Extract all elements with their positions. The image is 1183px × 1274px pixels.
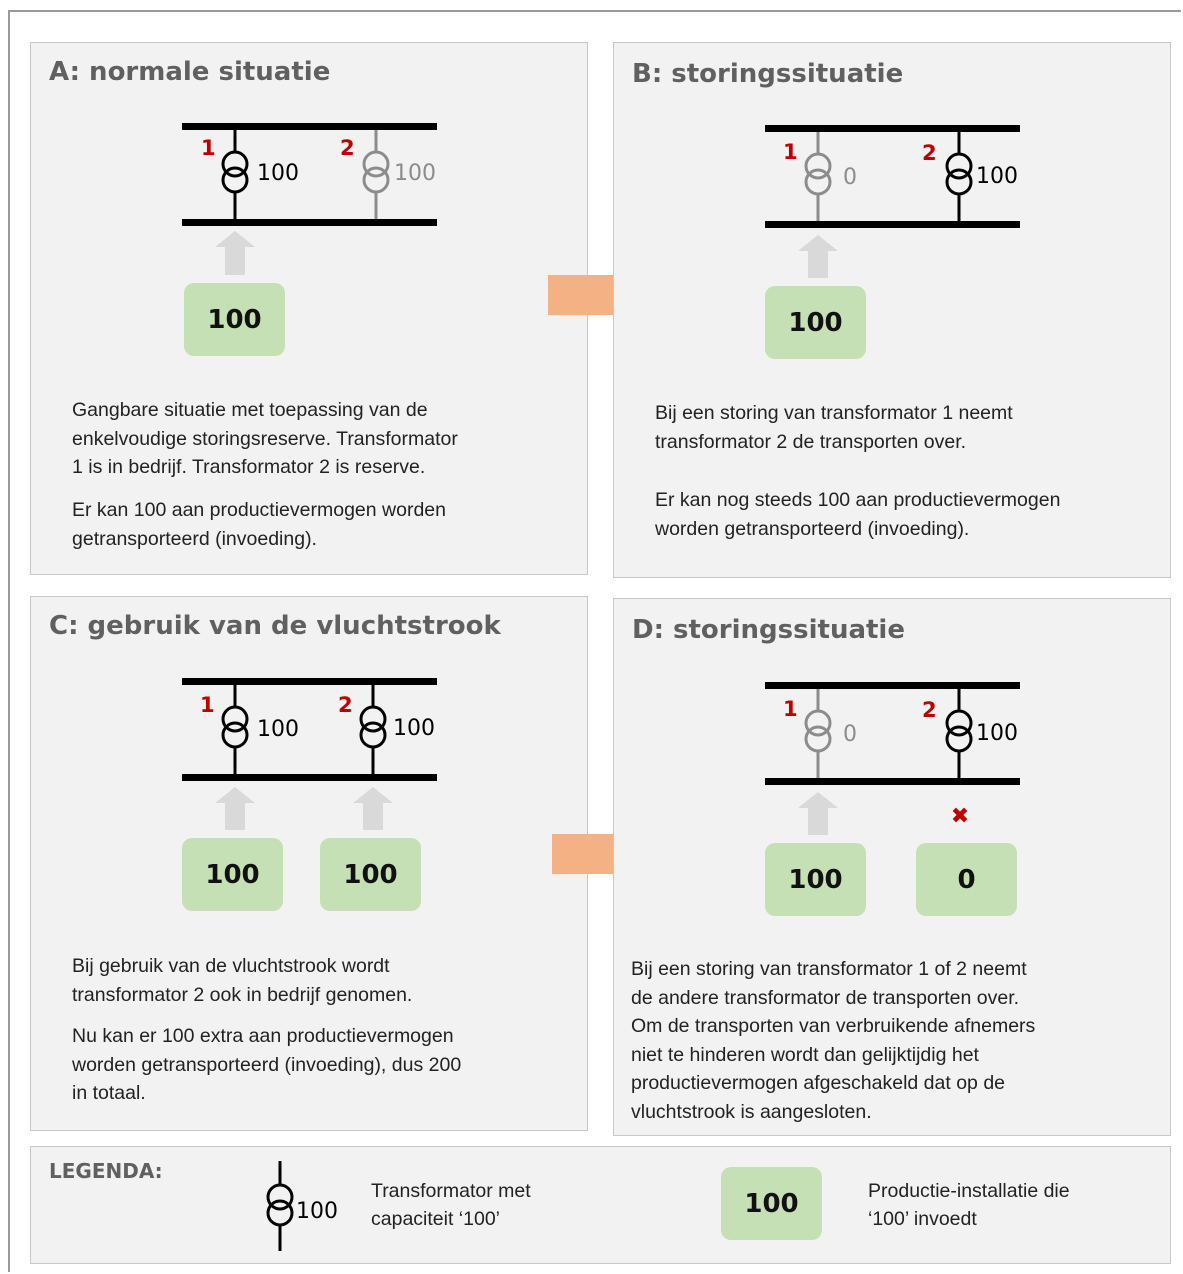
transformer-2-capacity: 100	[976, 164, 1018, 189]
transformer-2-number: 2	[338, 693, 353, 717]
feed-arrow-icon	[798, 235, 838, 278]
panel-c-title: C: gebruik van de vluchtstrook	[49, 611, 501, 641]
panel-a-diagram: 1 100 2 100	[182, 123, 437, 275]
desc-line: Er kan nog steeds 100 aan productievermo…	[655, 489, 1061, 511]
production-box-1: 100	[765, 843, 866, 916]
panel-d-title: D: storingssituatie	[632, 615, 905, 645]
panel-c: C: gebruik van de vluchtstrook 1 100 2 1…	[30, 596, 588, 1131]
desc-line: Bij een storing van transformator 1 neem…	[655, 402, 1013, 424]
legend-line: Transformator met	[371, 1180, 531, 1202]
production-box-1: 100	[182, 838, 283, 911]
transformer-2-capacity: 100	[976, 721, 1018, 746]
legend-line: capaciteit ‘100’	[371, 1208, 500, 1230]
transformer-1-icon	[221, 685, 249, 774]
desc-line: transformator 2 de transporten over.	[655, 430, 967, 453]
figure-frame	[8, 10, 1181, 1272]
transformer-1-icon	[804, 689, 832, 778]
blocked-x-icon: ✖	[951, 804, 969, 829]
panel-c-diagram: 1 100 2 100	[182, 678, 437, 830]
desc-line: Er kan 100 aan productievermogen worden	[72, 499, 446, 521]
legend-transformer-text: Transformator met capaciteit ‘100’	[371, 1177, 531, 1233]
transformer-1-number: 1	[783, 140, 798, 164]
transformer-2-icon	[362, 130, 390, 219]
desc-line: transformator 2 ook in bedrijf genomen.	[72, 983, 413, 1006]
upper-busbar	[765, 125, 1020, 132]
legend-title: LEGENDA:	[49, 1159, 163, 1183]
legend-diagram: 100	[266, 1161, 338, 1251]
desc-line: Om de transporten van verbruikende afnem…	[631, 1015, 1036, 1037]
transformer-1-number: 1	[201, 136, 216, 160]
feed-arrow-icon	[353, 787, 393, 830]
panel-b: B: storingssituatie 1 0 2 100 100 Bij ee…	[613, 42, 1171, 578]
desc-line: niet te hinderen wordt dan gelijktijdig …	[631, 1043, 979, 1066]
legend-panel: LEGENDA: 100 Transformator met capacitei…	[30, 1146, 1171, 1264]
desc-line: Gangbare situatie met toepassing van de	[72, 399, 428, 421]
transformer-2-icon	[945, 689, 973, 778]
panel-a-title: A: normale situatie	[49, 57, 331, 87]
lower-busbar	[765, 778, 1020, 785]
upper-busbar	[182, 123, 437, 130]
desc-line: worden getransporteerd (invoeding).	[655, 517, 970, 540]
panel-b-description-2: Er kan nog steeds 100 aan productievermo…	[655, 486, 1060, 543]
production-box-2: 100	[320, 838, 421, 911]
desc-line: Bij een storing van transformator 1 of 2…	[631, 958, 1027, 980]
panel-b-title: B: storingssituatie	[632, 59, 904, 89]
production-box-2: 0	[916, 843, 1017, 916]
desc-line: worden getransporteerd (invoeding), dus …	[72, 1053, 462, 1076]
legend-line: Productie-installatie die	[868, 1180, 1070, 1202]
legend-transformer-capacity: 100	[296, 1199, 338, 1224]
transformer-1-number: 1	[200, 693, 215, 717]
transformer-2-icon	[945, 132, 973, 221]
upper-busbar	[182, 678, 437, 685]
panel-d-description: Bij een storing van transformator 1 of 2…	[631, 955, 1035, 1126]
panel-d-diagram: 1 0 2 100 ✖	[765, 682, 1020, 835]
transformer-1-capacity: 0	[843, 165, 857, 190]
production-box: 100	[765, 286, 866, 359]
transformer-1-number: 1	[783, 697, 798, 721]
desc-line: Bij gebruik van de vluchtstrook wordt	[72, 955, 390, 977]
transformer-2-number: 2	[922, 141, 937, 165]
production-box: 100	[184, 283, 285, 356]
legend-box-text: Productie-installatie die ‘100’ invoedt	[868, 1177, 1070, 1233]
feed-arrow-icon	[215, 231, 255, 275]
desc-line: enkelvoudige storingsreserve. Transforma…	[72, 427, 458, 450]
transformer-2-capacity: 100	[394, 161, 436, 186]
desc-line: 1 is in bedrijf. Transformator 2 is rese…	[72, 456, 426, 478]
transformer-1-icon	[804, 132, 832, 221]
desc-line: de andere transformator de transporten o…	[631, 986, 1020, 1009]
panel-b-diagram: 1 0 2 100	[765, 125, 1020, 278]
desc-line: in totaal.	[72, 1082, 146, 1104]
panel-c-description-2: Nu kan er 100 extra aan productievermoge…	[72, 1022, 461, 1108]
panel-d: D: storingssituatie 1 0 2 100 ✖ 100 0 Bi…	[613, 598, 1171, 1136]
feed-arrow-icon	[798, 792, 838, 835]
panel-a-description-1: Gangbare situatie met toepassing van de …	[72, 396, 458, 482]
transformer-2-number: 2	[922, 698, 937, 722]
panel-c-description-1: Bij gebruik van de vluchtstrook wordt tr…	[72, 952, 412, 1009]
transformer-1-icon	[221, 130, 249, 219]
panel-a: A: normale situatie 1 100 2 100 100 Gang…	[30, 42, 588, 575]
desc-line: vluchtstrook is aangesloten.	[631, 1100, 872, 1123]
feed-arrow-icon	[215, 787, 255, 830]
panel-b-description-1: Bij een storing van transformator 1 neem…	[655, 399, 1013, 456]
transformer-1-capacity: 100	[257, 717, 299, 742]
transformer-2-number: 2	[340, 136, 355, 160]
desc-line: getransporteerd (invoeding).	[72, 527, 317, 550]
legend-line: ‘100’ invoedt	[868, 1208, 977, 1230]
lower-busbar	[182, 774, 437, 781]
transformer-icon	[266, 1161, 294, 1251]
lower-busbar	[765, 221, 1020, 228]
transformer-1-capacity: 0	[843, 722, 857, 747]
transformer-2-icon	[359, 685, 387, 774]
transformer-1-capacity: 100	[257, 161, 299, 186]
desc-line: Nu kan er 100 extra aan productievermoge…	[72, 1025, 454, 1047]
desc-line: productievermogen afgeschakeld dat op de	[631, 1072, 1006, 1094]
panel-a-description-2: Er kan 100 aan productievermogen worden …	[72, 496, 446, 553]
lower-busbar	[182, 219, 437, 226]
transformer-2-capacity: 100	[393, 716, 435, 741]
legend-production-box: 100	[721, 1167, 822, 1240]
upper-busbar	[765, 682, 1020, 689]
